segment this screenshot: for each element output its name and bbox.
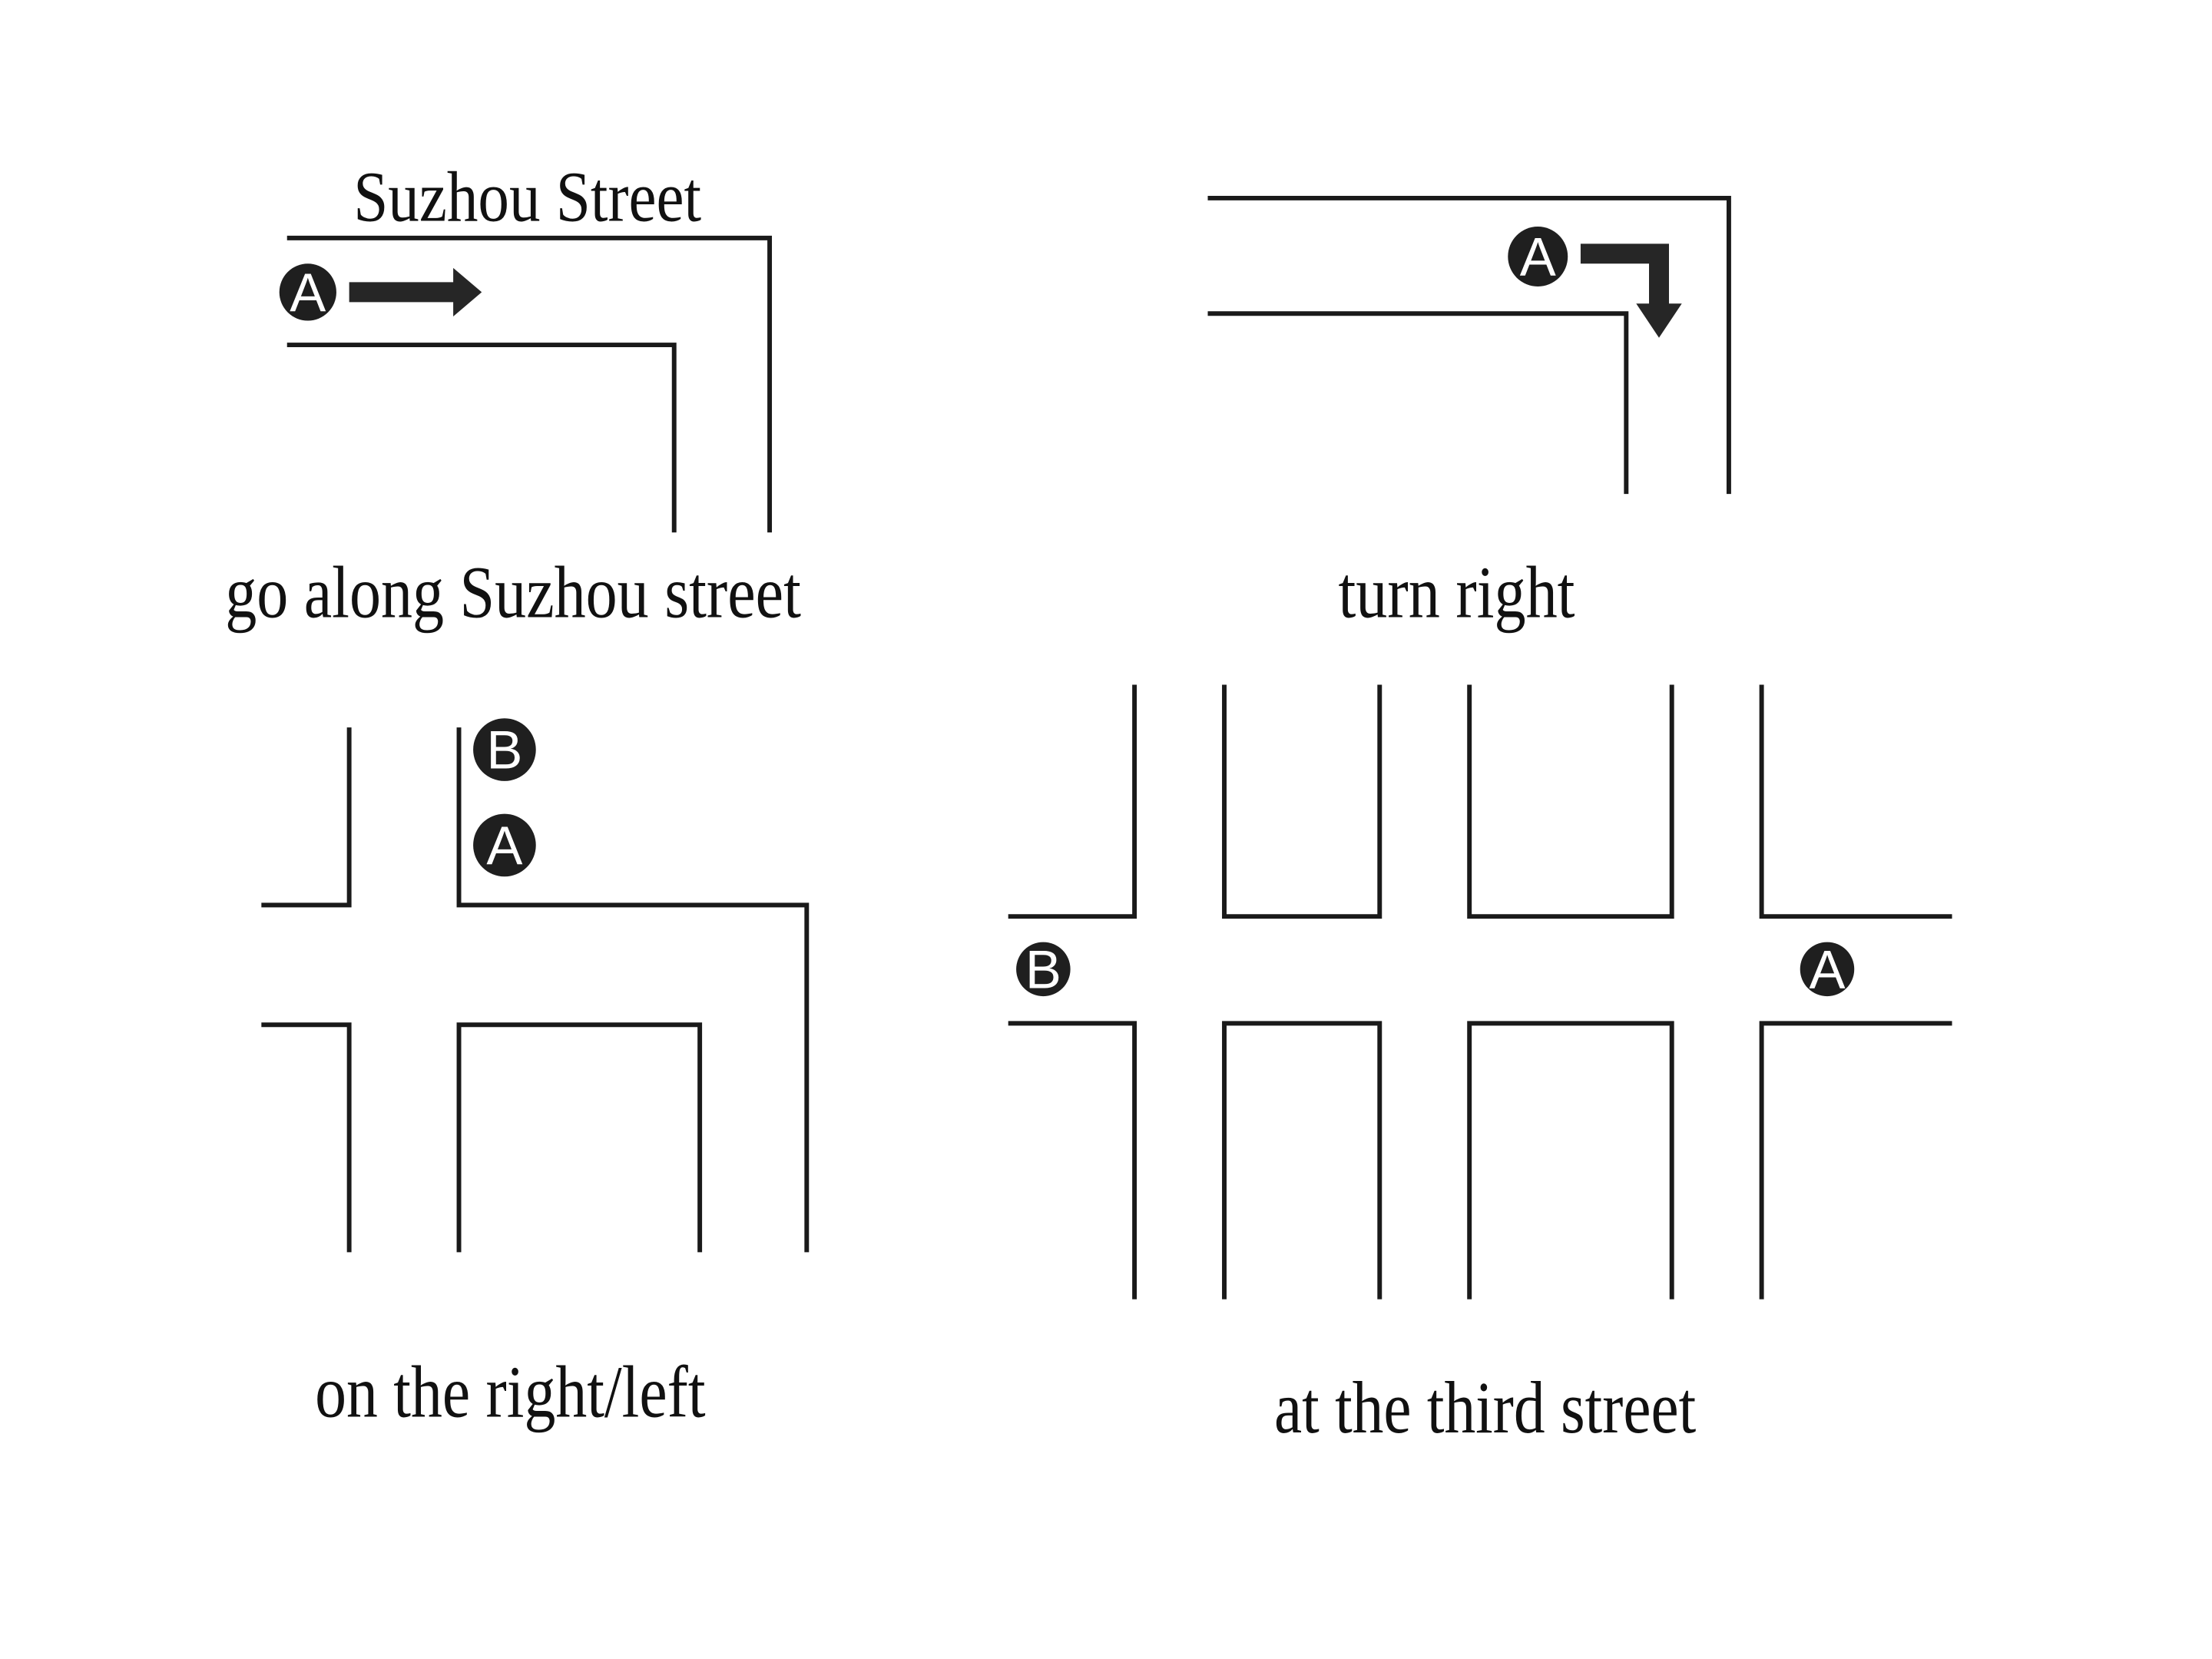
block-top-left	[261, 727, 352, 908]
marker-a-letter: A	[1809, 939, 1845, 999]
block-bottom-2	[1222, 1021, 1382, 1300]
caption-go-along: go along Suzhou street	[225, 551, 801, 634]
block-bottom-4	[1759, 1021, 1952, 1300]
block-top-3	[1467, 684, 1674, 919]
street-name-label: Suzhou Street	[353, 158, 701, 237]
block-bottom-3	[1467, 1021, 1674, 1300]
panel-go-along: Suzhou Street A go along Suzhou street	[225, 158, 801, 634]
marker-b-letter: B	[486, 720, 522, 780]
block-top-4	[1759, 684, 1952, 919]
marker-a: A	[1800, 939, 1855, 999]
straight-arrow-icon	[349, 267, 482, 316]
marker-a: A	[473, 813, 536, 877]
marker-a: A	[1508, 227, 1568, 287]
marker-a-disc	[1800, 942, 1855, 997]
block-top-right	[456, 727, 810, 1253]
marker-a-letter: A	[486, 815, 522, 876]
turn-right-arrow-icon	[1580, 243, 1682, 338]
panel-turn-right: A turn right	[1207, 195, 1731, 634]
road-inner-edge	[1207, 311, 1629, 495]
marker-b-letter: B	[1025, 939, 1061, 999]
marker-b-disc	[1016, 942, 1071, 997]
marker-a-disc	[473, 813, 536, 877]
marker-a-disc	[1508, 227, 1568, 286]
block-top-2	[1222, 684, 1382, 919]
block-bottom-1	[1008, 1021, 1137, 1300]
marker-a-disc	[279, 263, 336, 321]
marker-b: B	[473, 718, 536, 781]
block-bottom-right	[456, 1022, 703, 1253]
caption-third-street: at the third street	[1274, 1366, 1696, 1449]
road-inner-edge	[286, 343, 677, 533]
block-bottom-left	[261, 1022, 352, 1253]
road-outer-edge	[1207, 195, 1731, 495]
panel-right-left: B A on the right/left	[261, 718, 810, 1433]
marker-a: A	[279, 262, 336, 323]
road-outer-edge	[286, 235, 773, 533]
panel-third-street: B A at the third street	[1008, 684, 1952, 1449]
marker-a-letter: A	[1520, 227, 1556, 287]
caption-turn-right: turn right	[1338, 551, 1575, 634]
marker-b-disc	[473, 718, 536, 781]
marker-a-letter: A	[290, 262, 326, 323]
block-top-1	[1008, 684, 1137, 919]
marker-b: B	[1016, 939, 1071, 999]
caption-right-left: on the right/left	[315, 1351, 706, 1433]
